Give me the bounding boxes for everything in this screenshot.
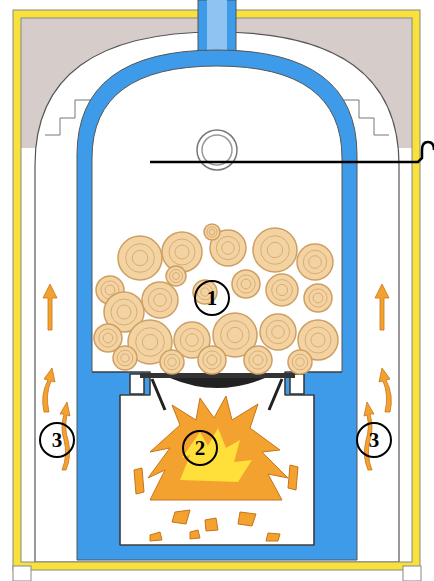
flame-core [180,428,252,482]
wood-log [142,282,178,318]
wood-log [253,228,297,272]
callout-holder: 2 [183,431,217,465]
callout-circle [40,423,74,457]
wood-log [244,346,272,374]
wood-log [297,244,333,280]
wood-log [113,346,137,370]
callout-circle [357,423,391,457]
callout-number: 3 [369,430,380,451]
casing-ground [13,10,420,570]
foot [13,566,31,581]
grate [140,373,295,378]
wood-log [160,350,184,374]
wood-log [288,350,312,374]
nozzle-funnel [152,379,282,410]
callout-number: 3 [52,430,63,451]
flame [148,396,288,500]
casing-edge [13,10,420,570]
wood-log [304,284,332,312]
wood-log [118,236,162,280]
wood-logs [94,224,338,374]
wood-log [162,232,202,272]
callout-holder: 3 [357,423,391,457]
flue-gas-arrows [43,284,392,470]
nozzle [170,378,265,388]
sensor [202,135,232,165]
callout-circle [195,281,229,315]
wood-log [166,266,186,286]
sensor-lead [150,142,434,162]
sensor [197,130,237,170]
wood-log [198,346,226,374]
embers [134,465,298,541]
flue-channel [35,32,399,562]
callout-circles [40,281,391,465]
outer-casing [17,14,416,566]
casing-edge [21,18,412,562]
wood-log [204,224,220,240]
chamber-outline [92,372,342,545]
callout-number: 2 [195,438,206,459]
callout-number: 1 [207,288,218,309]
callout-holder: 1 [195,281,229,315]
wood-log [232,270,260,298]
foot [403,566,421,581]
chimney-flue [207,0,227,52]
callout-holder: 3 [40,423,74,457]
wood-log [266,274,298,306]
wood-log [260,314,296,350]
water-jacket [77,50,357,560]
callout-circle [183,431,217,465]
